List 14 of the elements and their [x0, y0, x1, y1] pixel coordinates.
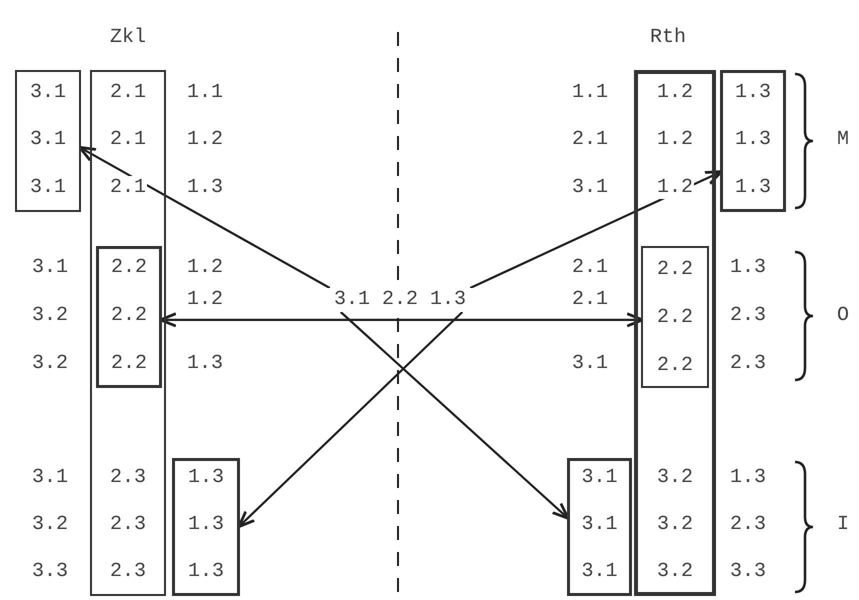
subsign-frame	[634, 70, 716, 596]
subsign-frame	[172, 458, 240, 596]
subsign-frame	[567, 458, 632, 596]
arrow	[340, 311, 570, 520]
subsign-frame	[641, 246, 709, 388]
arrow	[78, 146, 330, 289]
subsign-frame	[720, 70, 786, 212]
sign-value: 1.2	[656, 176, 694, 199]
subsign-frame	[96, 246, 162, 388]
subsign-frame	[90, 70, 166, 596]
arrow	[470, 170, 723, 289]
subsign-frame	[15, 70, 81, 212]
double-arrow	[159, 312, 644, 328]
arrow	[238, 311, 464, 528]
